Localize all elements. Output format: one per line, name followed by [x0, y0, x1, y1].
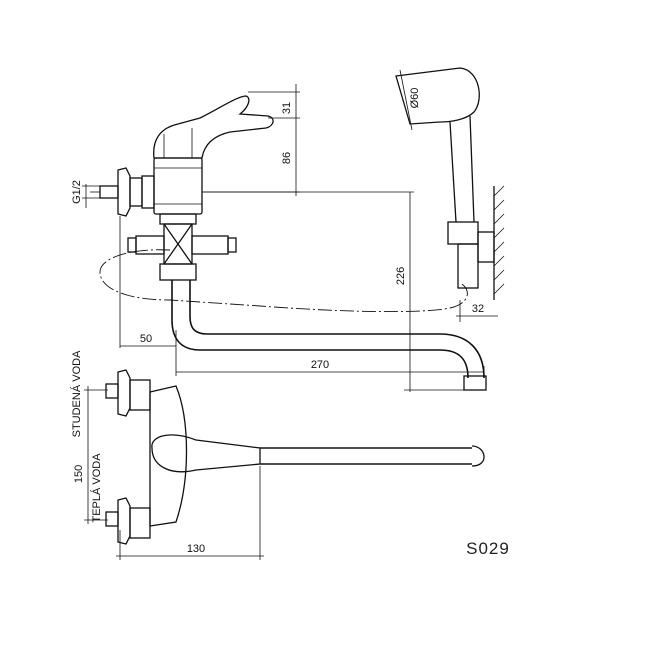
dim-86: 86 [281, 152, 293, 164]
dim-50: 50 [140, 333, 152, 345]
model-code: S029 [466, 539, 510, 558]
wall-hatch [493, 185, 505, 295]
dimension-lines [82, 84, 498, 560]
dim-150: 150 [73, 465, 85, 483]
dim-thread-g1-2: G1/2 [71, 180, 83, 204]
dim-226: 226 [395, 267, 407, 285]
side-view [90, 95, 487, 391]
dim-130: 130 [187, 543, 205, 555]
front-view [105, 369, 485, 545]
dim-32: 32 [472, 303, 484, 315]
dim-diameter-60: Ø60 [409, 88, 421, 109]
dim-31: 31 [281, 102, 293, 114]
dim-270: 270 [311, 359, 329, 371]
label-hot-water: TEPLÁ VODA [90, 453, 103, 523]
shower-view [395, 67, 505, 300]
label-cold-water: STUDENÁ VODA [70, 350, 83, 437]
